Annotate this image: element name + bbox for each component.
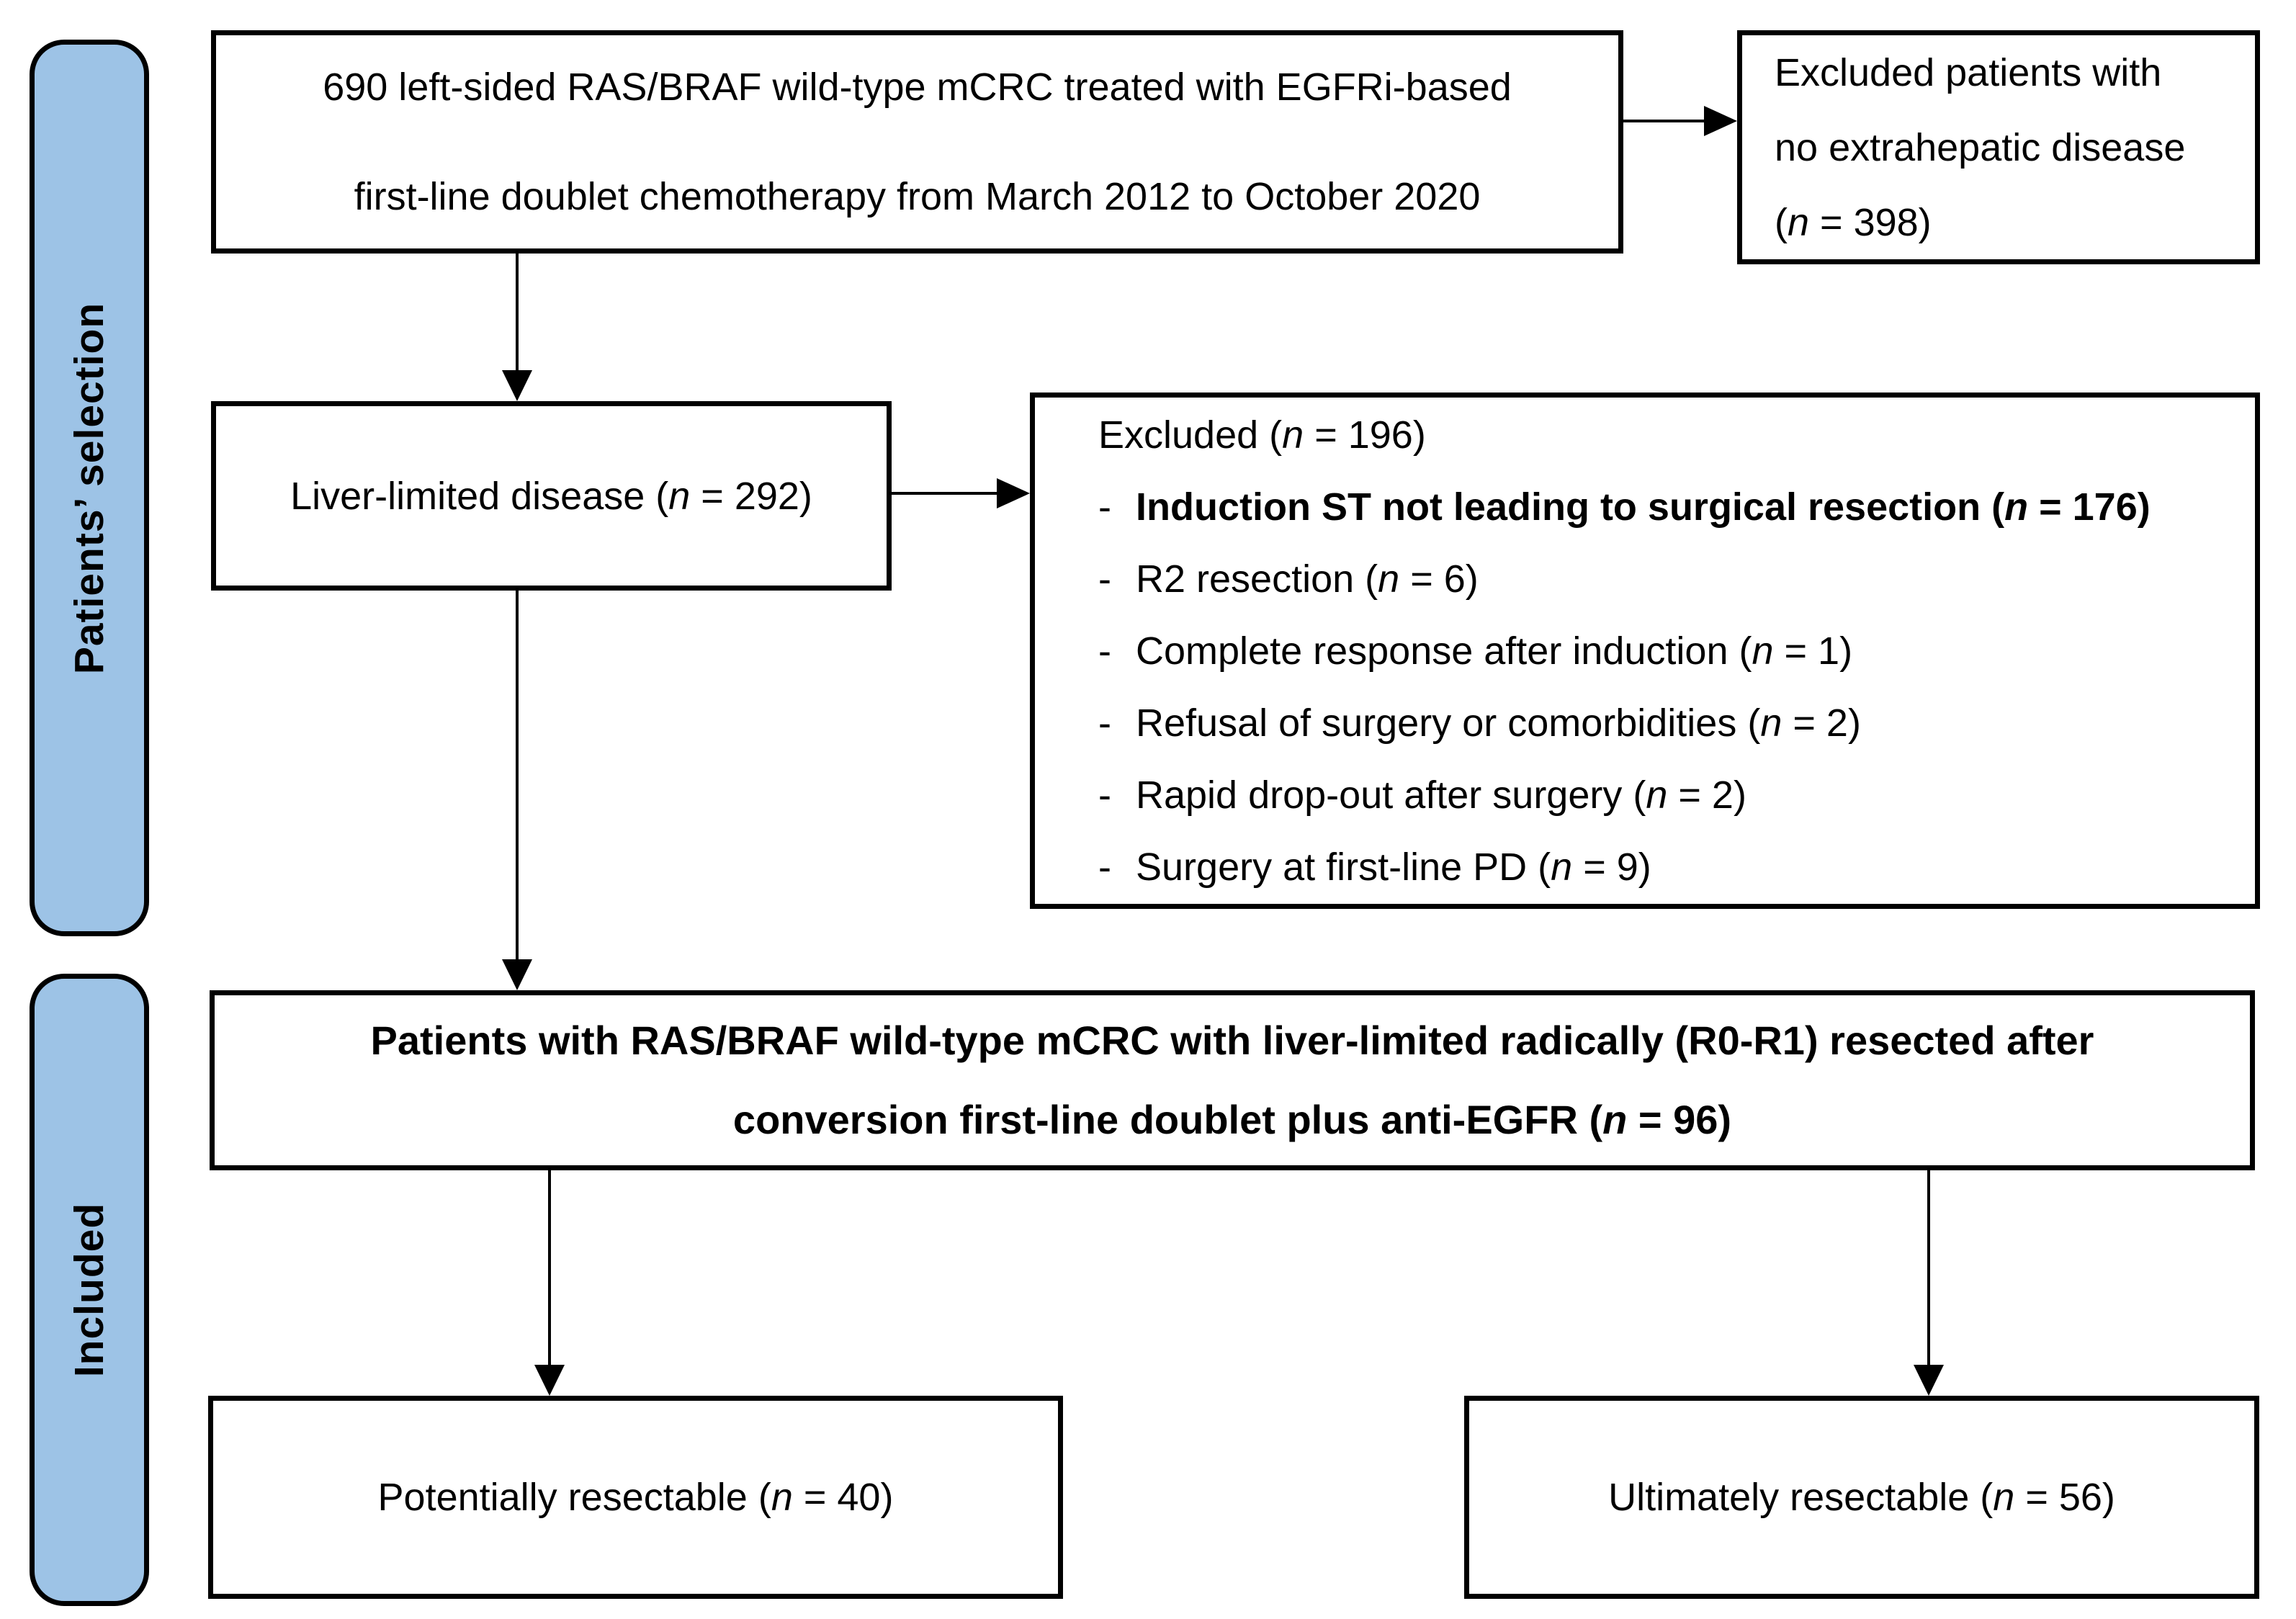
excluded-list-item: -Refusal of surgery or comorbidities (n … [1098, 701, 1861, 745]
excluded-list-item: -Complete response after induction (n = … [1098, 629, 1853, 673]
stage-rail-label: Patients’ selection [66, 302, 113, 674]
excluded-list-item: -Rapid drop-out after surgery (n = 2) [1098, 773, 1746, 817]
arrow-shaft [516, 591, 519, 961]
n-variable: n [771, 1476, 793, 1519]
arrowhead-down-icon [534, 1365, 565, 1396]
n-variable: n [1646, 773, 1668, 817]
arrow-shaft [892, 492, 1000, 495]
excluded-top-line-1: Excluded patients with [1775, 50, 2162, 94]
arrow-shaft [1623, 120, 1707, 122]
n-variable: n [1282, 413, 1304, 457]
arrow-shaft [548, 1170, 551, 1367]
n-variable: n [1602, 1097, 1628, 1142]
arrowhead-down-icon [1914, 1365, 1944, 1396]
box-ultimately-resectable: Ultimately resectable (n = 56) [1464, 1396, 2259, 1599]
excluded-list-header: Excluded (n = 196) [1098, 413, 1426, 457]
box-excluded-reasons: Excluded (n = 196) -Induction ST not lea… [1030, 393, 2260, 909]
n-variable: n [668, 474, 691, 518]
excluded-list-item: -Surgery at first-line PD (n = 9) [1098, 845, 1651, 889]
ultimate-line: Ultimately resectable (n = 56) [1608, 1476, 2115, 1519]
source-line-1: 690 left-sided RAS/BRAF wild-type mCRC t… [323, 66, 1512, 109]
n-variable: n [1378, 557, 1400, 601]
box-source-population: 690 left-sided RAS/BRAF wild-type mCRC t… [211, 30, 1623, 254]
n-variable: n [2004, 485, 2029, 529]
included-line-2: conversion first-line doublet plus anti-… [732, 1097, 1732, 1142]
box-included-cohort: Patients with RAS/BRAF wild-type mCRC wi… [210, 990, 2255, 1170]
box-excluded-no-extrahepatic: Excluded patients with no extrahepatic d… [1737, 30, 2260, 264]
potential-line: Potentially resectable (n = 40) [377, 1476, 894, 1519]
liver-line: Liver-limited disease (n = 292) [290, 474, 812, 518]
arrowhead-down-icon [502, 959, 532, 990]
arrowhead-right-icon [1704, 106, 1737, 136]
arrowhead-right-icon [997, 478, 1030, 508]
n-variable: n [1760, 701, 1782, 745]
n-variable: n [1787, 200, 1810, 244]
stage-rail-label: Included [66, 1202, 113, 1378]
stage-rail-patients-selection: Patients’ selection [30, 40, 149, 936]
arrowhead-down-icon [502, 370, 532, 401]
box-liver-limited-disease: Liver-limited disease (n = 292) [211, 401, 892, 591]
excluded-list-item: -Induction ST not leading to surgical re… [1098, 485, 2151, 529]
source-line-2: first-line doublet chemotherapy from Mar… [354, 175, 1481, 218]
box-potentially-resectable: Potentially resectable (n = 40) [208, 1396, 1063, 1599]
arrow-shaft [516, 254, 519, 372]
stage-rail-included: Included [30, 974, 149, 1606]
n-variable: n [1752, 629, 1774, 673]
included-line-1: Patients with RAS/BRAF wild-type mCRC wi… [370, 1018, 2094, 1063]
excluded-top-line-2: no extrahepatic disease [1775, 125, 2186, 169]
excluded-top-line-3: (n = 398) [1775, 200, 1932, 244]
n-variable: n [1551, 845, 1573, 889]
n-variable: n [1993, 1476, 2015, 1519]
excluded-list-item: -R2 resection (n = 6) [1098, 557, 1479, 601]
arrow-shaft [1927, 1170, 1930, 1367]
